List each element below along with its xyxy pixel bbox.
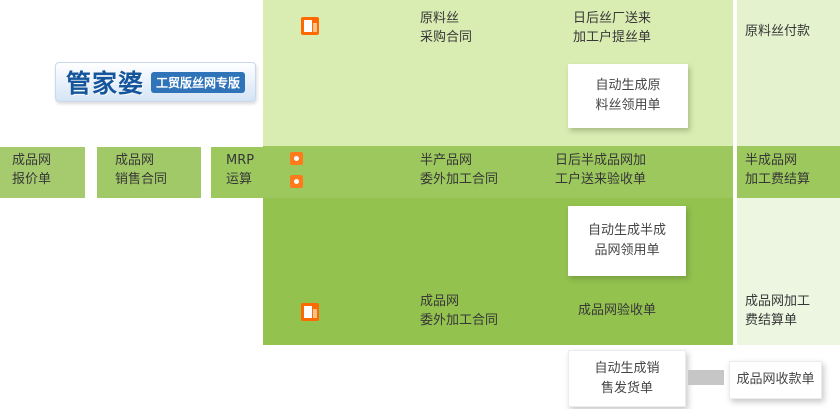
finished-quote-label: 成品网 报价单 — [12, 153, 52, 187]
semi-fee-band — [737, 146, 840, 198]
auto-semi-requisition-box: 自动生成半成 品网领用单 — [568, 206, 686, 276]
mrp-label: MRP 运算 — [226, 153, 255, 187]
sales-contract-block — [97, 147, 201, 198]
raw-payment-section — [737, 0, 840, 146]
raw-mill-delivery-note-label: 日后丝厂送来 加工户提丝单 — [573, 11, 652, 45]
node-icon — [290, 152, 303, 165]
finished-fee-settlement-label: 成品网加工 费结算单 — [745, 294, 811, 328]
semi-outsourcing-contract-label: 半产品网 委外加工合同 — [420, 153, 499, 187]
brand-logo: 管家婆 工贸版丝网专版 — [55, 62, 257, 102]
mrp-block — [211, 147, 263, 198]
raw-purchase-contract-label: 原料丝 采购合同 — [420, 11, 473, 45]
quote-block — [0, 147, 85, 198]
finished-acceptance-note-label: 成品网验收单 — [578, 303, 657, 318]
auto-sales-delivery-box: 自动生成销 售发货单 — [568, 350, 686, 407]
semi-product-band — [263, 146, 733, 198]
edition-badge: 工贸版丝网专版 — [151, 71, 246, 93]
auto-raw-requisition-box: 自动生成原 料丝领用单 — [568, 64, 688, 128]
semi-acceptance-note-label: 日后半成品网加 工户送来验收单 — [555, 153, 647, 187]
document-icon — [301, 303, 319, 321]
raw-payment-label: 原料丝付款 — [745, 24, 811, 39]
semi-fee-settlement-label: 半成品网 加工费结算 — [745, 153, 811, 187]
finished-outsourcing-contract-label: 成品网 委外加工合同 — [420, 294, 499, 328]
brand-name: 管家婆 — [66, 69, 145, 98]
finished-sales-contract-label: 成品网 销售合同 — [115, 153, 168, 187]
flow-connector — [688, 370, 724, 385]
finished-receipt-box: 成品网收款单 — [729, 361, 822, 399]
finished-fee-section — [737, 198, 840, 345]
node-icon — [290, 175, 303, 188]
document-icon — [301, 17, 319, 35]
